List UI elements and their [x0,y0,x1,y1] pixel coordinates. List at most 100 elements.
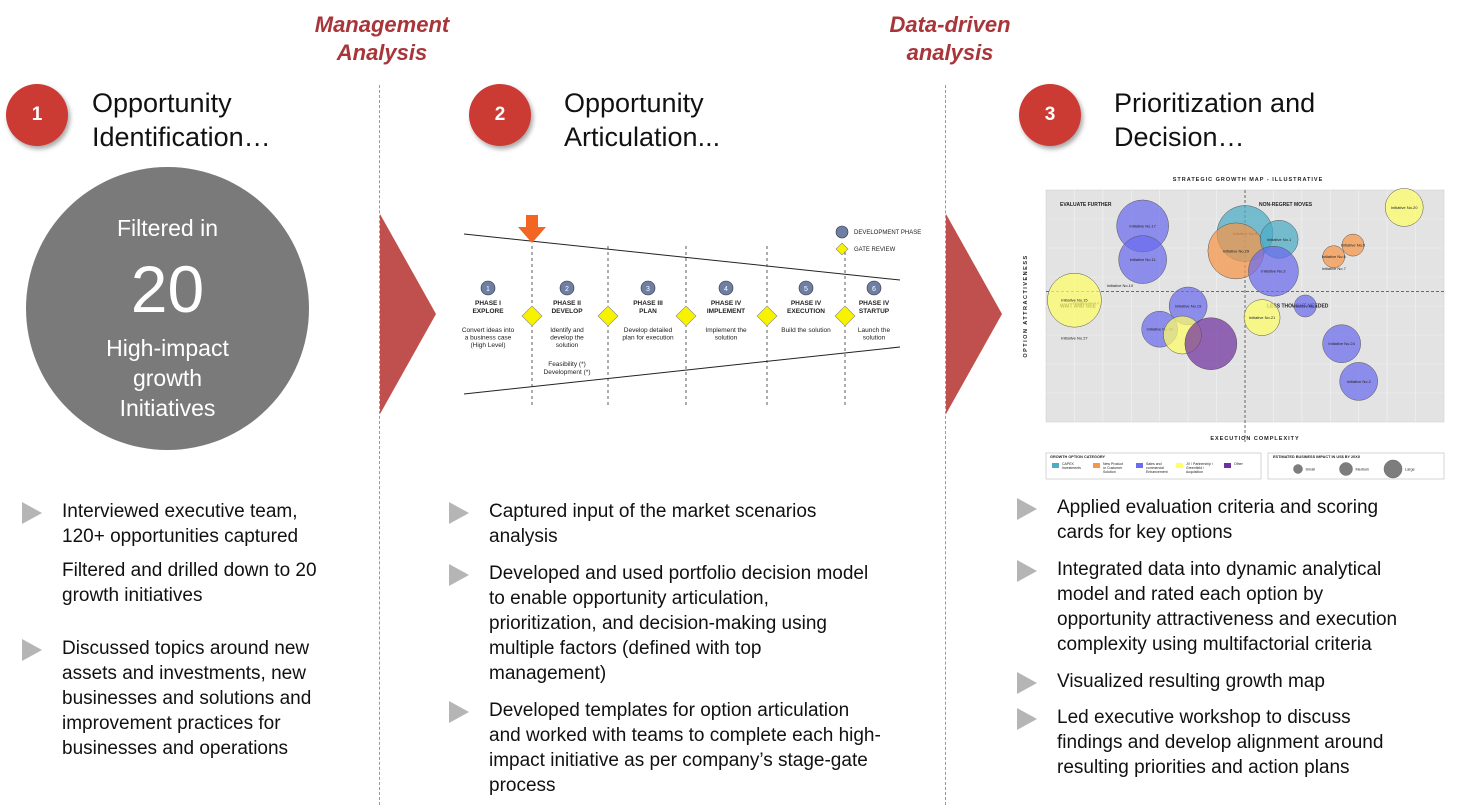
legend-size-label: Medium [1356,468,1370,472]
bullet-text-line: and worked with teams to complete each h… [489,725,881,746]
bullet-arrow-icon [449,564,469,586]
phase-description: Build the solution [781,327,831,334]
bullet-text-line: 120+ opportunities captured [62,526,299,547]
data-driven-analysis-label: Data-driven analysis [889,12,1011,65]
phase-name: IMPLEMENT [707,308,745,315]
initiative-bubble [1322,324,1361,363]
x-axis-label: EXECUTION COMPLEXITY [1210,436,1299,442]
bullet-arrow-icon [22,502,42,524]
legend-size-title: ESTIMATED BUSINESS IMPACT IN US$ BY 20XX [1273,455,1361,459]
legend-category-label: Investments [1062,466,1081,470]
legend-size-circle [1293,464,1303,474]
phase-name: PHASE IV [711,300,742,307]
legend-category-label: or Customer [1103,466,1123,470]
legend-category-label: Enhancement [1146,470,1168,474]
phase-description: Develop detailed [624,327,673,334]
bullet-text-line: businesses and solutions and [62,688,312,709]
phase-name: PLAN [639,308,657,315]
bullet-arrow-icon [1017,498,1037,520]
phase-circle [798,280,814,296]
legend-phase-icon [835,225,849,239]
initiative-bubble [1243,299,1281,336]
initiative-bubble [1339,362,1378,401]
legend-size-circle [1383,459,1403,479]
bullet-arrow-icon [449,701,469,723]
bullets-col-1: Interviewed executive team, 120+ opportun… [22,499,372,761]
bullet-text-line: Interviewed executive team, [62,501,298,522]
legend-category-label: Other [1234,462,1244,466]
legend-category-label: Acquisition [1186,470,1203,474]
initiative-label: Initiative No.17 [1129,223,1156,228]
legend-category-title: GROWTH OPTION CATEGORY [1050,455,1106,459]
initiative-label: Initiative No.11 [1130,257,1157,262]
initiative-label: Initiative No.27 [1061,335,1088,340]
bullet-text-line: multiple factors (defined with top [489,638,762,659]
step-2-badge: 2 [469,84,531,146]
phase-name: PHASE III [633,300,663,307]
phase-description: a business case [465,335,512,342]
phase-description: plan for execution [622,335,674,342]
initiative-label: Initiative No.29 [1223,248,1250,253]
bullet-text-line: opportunity attractiveness and execution [1057,609,1398,630]
step-1-badge: 1 [6,84,68,146]
funnel-top-line [463,233,901,281]
bullet-text-line: analysis [489,526,558,547]
bullet-text-line: assets and investments, new [62,663,306,684]
circle-number: 20 [130,252,205,326]
legend-gate-label: GATE REVIEW [854,247,896,253]
legend-category-swatch [1176,463,1183,468]
phase-number: 4 [724,286,728,293]
gate-review-diamond [756,305,778,327]
legend-gate-icon [835,242,849,256]
initiative-bubble [1248,245,1299,297]
bullet-item: Interviewed executive team, 120+ opportun… [22,499,372,549]
phase-description: Identify and [550,327,584,334]
gate-review-diamond [834,305,856,327]
phase-description: (High Level) [470,342,505,349]
management-analysis-label: Management Analysis [314,12,450,65]
bullet-text-line: cards for key options [1057,522,1233,543]
legend-category-swatch [1136,463,1143,468]
legend-category-label: commercial [1146,466,1164,470]
phase-description: Launch the [858,327,891,334]
legend-category-swatch [1052,463,1059,468]
bullet-arrow-icon [1017,672,1037,694]
bullet-item: Discussed topics around new assets and in… [22,636,372,761]
legend-size-circle [1339,462,1353,476]
phase-name: STARTUP [859,308,890,315]
initiative-label: Initiative No.24 [1328,341,1355,346]
legend-category-label: Greenfield / [1186,466,1204,470]
bullet-arrow-icon [22,639,42,661]
bullet-text-line: model and rated each option by [1057,584,1324,605]
quadrant-label: EVALUATE FURTHER [1060,202,1112,208]
phase-number: 5 [804,286,808,293]
bullet-text-line: Led executive workshop to discuss [1057,707,1351,728]
bullet-text-line: complexity using multifactorial criteria [1057,634,1372,655]
phase-extra: Development (*) [544,369,591,376]
map-title: STRATEGIC GROWTH MAP - ILLUSTRATIVE [1173,177,1324,183]
phase-number: 6 [872,286,876,293]
phase-name: PHASE I [475,300,501,307]
bullet-arrow-icon [1017,708,1037,730]
phase-number: 3 [646,286,650,293]
initiative-bubble [1118,235,1167,284]
bullet-text-line: growth initiatives [62,585,203,606]
divider-left [379,85,380,805]
initiative-bubble [1047,272,1102,328]
phase-number: 1 [486,286,490,293]
bullet-text-line: Discussed topics around new [62,638,310,659]
chevron-arrow-2 [946,214,1002,414]
bullet-arrow-icon [1017,560,1037,582]
initiative-label: Initiative No.4 [1293,304,1318,309]
divider-right [945,85,946,805]
chevron-arrow-1 [380,214,436,414]
bullet-arrow-icon [449,502,469,524]
